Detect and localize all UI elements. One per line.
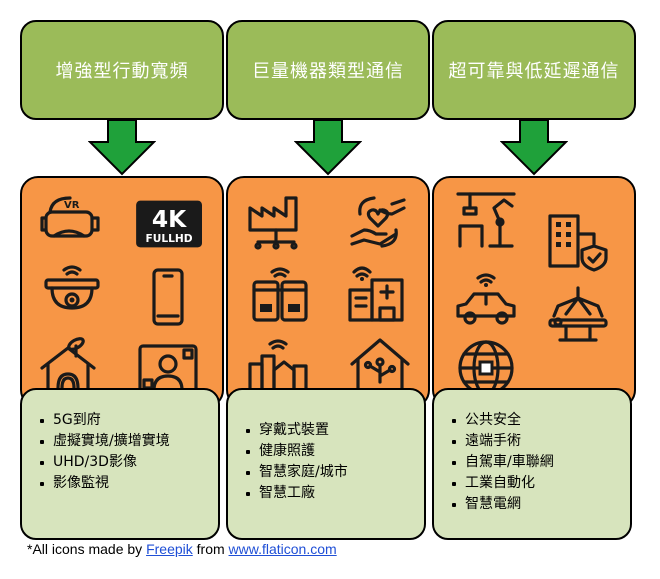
attribution-footer: *All icons made by Freepik from www.flat… — [27, 541, 337, 557]
column-title: 超可靠與低延遲通信 — [448, 61, 620, 82]
icon-panel-embb: VR 4K FULLHD — [20, 176, 224, 408]
smart-wearable-icon — [252, 267, 308, 322]
use-case-list-embb: 5G到府 虛擬實境/擴增實境 UHD/3D影像 影像監視 — [20, 388, 220, 540]
column-header-mmtc: 巨量機器類型通信 — [226, 20, 430, 120]
list-item: 影像監視 — [40, 473, 170, 494]
freepik-link[interactable]: Freepik — [146, 541, 193, 557]
badge-fullhd: FULLHD — [146, 232, 193, 245]
list-item: 智慧電網 — [452, 494, 554, 515]
svg-text:VR: VR — [64, 200, 80, 211]
security-camera-icon — [44, 265, 100, 310]
list-item: 穿戴式裝置 — [246, 420, 348, 441]
list-item: 5G到府 — [40, 410, 170, 431]
robotic-surgery-icon — [548, 286, 608, 342]
down-arrow-icon — [88, 120, 156, 176]
list-item: 公共安全 — [452, 410, 554, 431]
4k-fullhd-icon: 4K FULLHD — [136, 200, 202, 248]
smart-home-antenna-icon — [40, 337, 96, 394]
column-header-urllc: 超可靠與低延遲通信 — [432, 20, 636, 120]
column-title: 巨量機器類型通信 — [252, 61, 404, 82]
icon-panel-mmtc — [226, 176, 430, 408]
down-arrow-icon — [294, 120, 362, 176]
badge-4k: 4K — [152, 205, 187, 233]
vr-headset-icon: VR — [40, 196, 100, 238]
flaticon-link[interactable]: www.flaticon.com — [228, 541, 337, 557]
list-item: 工業自動化 — [452, 473, 554, 494]
list-item: 遠端手術 — [452, 431, 554, 452]
smart-house-icon — [350, 338, 410, 392]
use-case-list-urllc: 公共安全 遠端手術 自駕車/車聯網 工業自動化 智慧電網 — [432, 388, 632, 540]
hospital-wifi-icon — [348, 266, 404, 322]
list-item: 健康照護 — [246, 441, 348, 462]
list-item: 智慧工廠 — [246, 483, 348, 504]
smart-factory-icon — [248, 196, 298, 250]
list-item: 智慧家庭/城市 — [246, 462, 348, 483]
footer-middle: from — [192, 541, 229, 557]
list-item: UHD/3D影像 — [40, 452, 170, 473]
icon-panel-urllc — [432, 176, 636, 408]
secure-building-icon — [548, 214, 608, 272]
footer-prefix: *All icons made by — [27, 541, 147, 557]
smartphone-icon — [152, 268, 184, 326]
use-case-list-mmtc: 穿戴式裝置 健康照護 智慧家庭/城市 智慧工廠 — [226, 388, 426, 540]
list-item: 虛擬實境/擴增實境 — [40, 431, 170, 452]
list-item: 自駕車/車聯網 — [452, 452, 554, 473]
robot-arm-icon — [456, 192, 516, 248]
column-title: 增強型行動寬頻 — [55, 61, 189, 82]
connected-car-icon — [456, 273, 516, 325]
healthcare-hands-icon — [350, 196, 406, 248]
column-header-embb: 增強型行動寬頻 — [20, 20, 224, 120]
down-arrow-icon — [500, 120, 568, 176]
